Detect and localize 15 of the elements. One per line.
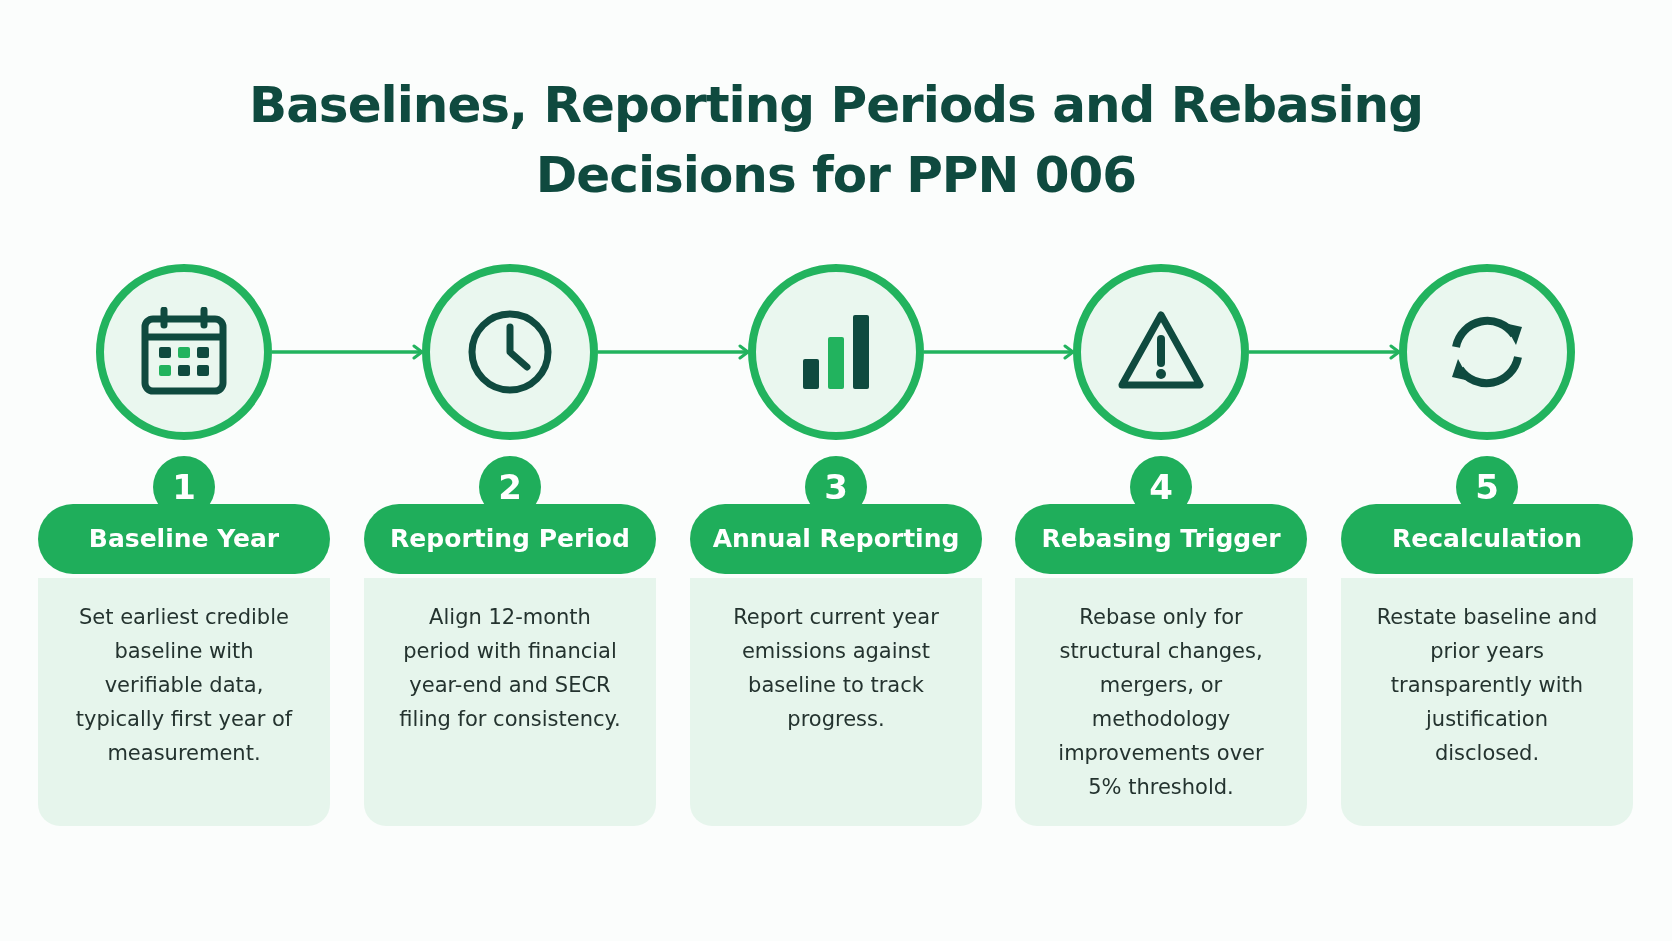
title: Baselines, Reporting Periods and Rebasing Decisions for PPN 006 [248,75,1424,206]
arrow [272,344,424,360]
step-description: Report current year emissions against baseline to track progress. [690,578,982,826]
step-description: Rebase only for structural changes, mergers, or methodology improvements over 5% threshold. [1015,578,1307,826]
step-heading: Annual Reporting [690,504,982,574]
step-heading: Baseline Year [38,504,330,574]
step-heading: Rebasing Trigger [1015,504,1307,574]
step-description: Set earliest credible baseline with verifiable data, typically first year of measurement. [38,578,330,826]
arrow [924,344,1075,360]
arrow [598,344,750,360]
step-description: Align 12-month period with financial year-end and SECR filing for consistency. [364,578,656,826]
step-heading: Recalculation [1341,504,1633,574]
step-heading: Reporting Period [364,504,656,574]
step-description: Restate baseline and prior years transparently with justification disclosed. [1341,578,1633,826]
arrow [1249,344,1401,360]
